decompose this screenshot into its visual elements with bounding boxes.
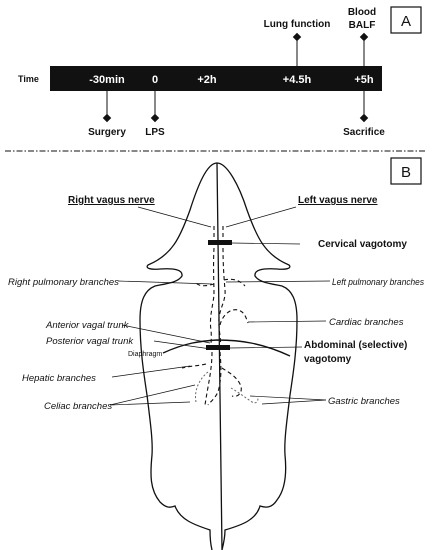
timeline-bar xyxy=(50,66,382,91)
label-left-pulmonary: Left pulmonary branches xyxy=(332,277,424,288)
label-gastric: Gastric branches xyxy=(328,396,400,407)
celiac-branch xyxy=(195,371,209,403)
leader-left-vagus xyxy=(225,206,297,228)
panel-a-letter: A xyxy=(401,13,411,30)
time-minus-30min: -30min xyxy=(89,74,125,86)
time-plus-2h: +2h xyxy=(197,74,217,86)
lung-function-marker xyxy=(292,32,302,42)
label-right-vagus: Right vagus nerve xyxy=(68,195,155,206)
time-plus-5h: +5h xyxy=(354,74,374,86)
leader-right-vagus xyxy=(137,206,212,228)
left-pulmonary-branch xyxy=(223,278,246,287)
leader-lines xyxy=(109,206,331,406)
leader-hepatic xyxy=(111,365,191,378)
panel-a-box xyxy=(390,6,422,34)
label-anterior-trunk: Anterior vagal trunk xyxy=(45,320,130,331)
label-left-vagus: Left vagus nerve xyxy=(298,195,378,206)
event-lung-function: Lung function xyxy=(264,19,331,30)
leader-anterior-trunk xyxy=(121,324,211,344)
lps-marker xyxy=(150,113,160,123)
animal-outline xyxy=(139,162,298,550)
event-sacrifice: Sacrifice xyxy=(343,127,385,138)
label-right-pulmonary: Right pulmonary branches xyxy=(8,277,119,288)
label-posterior-trunk: Posterior vagal trunk xyxy=(46,336,134,347)
cardiac-branch xyxy=(219,309,249,326)
leader-gastric-2 xyxy=(261,399,327,405)
panel-b-letter: B xyxy=(401,164,411,181)
event-lps: LPS xyxy=(145,127,165,138)
panel-b-box xyxy=(390,157,422,185)
leader-right-pulmonary xyxy=(117,280,213,285)
event-blood: Blood xyxy=(348,7,376,18)
cervical-vagotomy-cut xyxy=(208,240,232,245)
leader-gastric-1 xyxy=(249,395,327,401)
blood-balf-marker xyxy=(359,32,369,42)
leader-cervical xyxy=(231,242,301,245)
event-surgery: Surgery xyxy=(88,127,126,138)
hepatic-branch xyxy=(181,363,207,369)
gastric-branch-a xyxy=(221,367,242,397)
leader-abdominal xyxy=(229,346,303,349)
panel-b: B xyxy=(8,157,424,550)
leader-celiac-1 xyxy=(109,384,196,406)
leader-celiac-2 xyxy=(109,401,191,406)
panel-a: A Lung function Blood BALF Time -30min 0… xyxy=(18,6,422,138)
abdominal-nerve-anterior xyxy=(204,351,213,406)
label-abdominal-vagotomy-2: vagotomy xyxy=(304,354,352,365)
leader-posterior-trunk xyxy=(153,340,212,350)
surgery-marker xyxy=(102,113,112,123)
label-celiac: Celiac branches xyxy=(44,401,112,412)
time-plus-4-5h: +4.5h xyxy=(283,74,312,86)
leader-cardiac xyxy=(247,320,327,323)
sacrifice-marker xyxy=(359,113,369,123)
time-0: 0 xyxy=(152,74,158,86)
label-cervical-vagotomy: Cervical vagotomy xyxy=(318,239,407,250)
leader-left-pulmonary xyxy=(225,280,331,283)
label-diaphragm: Diaphragm xyxy=(128,351,162,358)
label-cardiac: Cardiac branches xyxy=(329,317,404,328)
timeline-label: Time xyxy=(18,74,39,84)
gastric-branch-b xyxy=(230,387,259,404)
label-abdominal-vagotomy-1: Abdominal (selective) xyxy=(304,340,407,351)
abdominal-vagotomy-cut xyxy=(206,345,230,350)
label-hepatic: Hepatic branches xyxy=(22,373,96,384)
event-balf: BALF xyxy=(349,20,376,31)
